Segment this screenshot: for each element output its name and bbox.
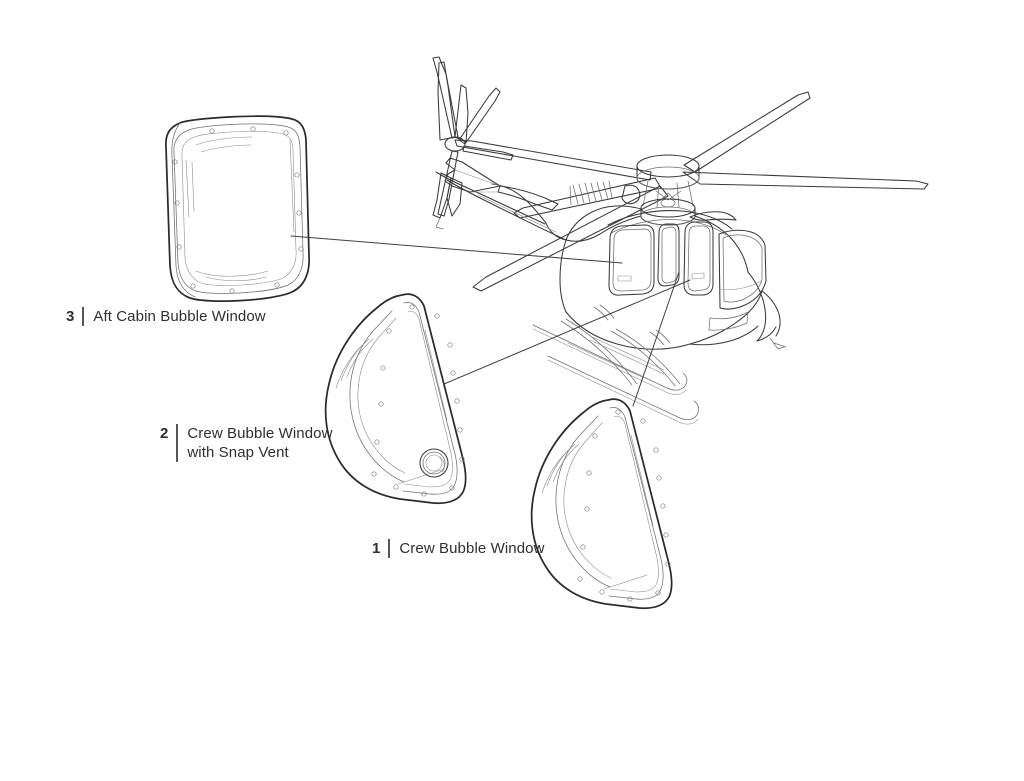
callout-1-number: 1	[372, 540, 381, 557]
callout-3: 3 Aft Cabin Bubble Window	[66, 307, 266, 326]
callout-3-label-line1: Aft Cabin Bubble Window	[93, 308, 266, 325]
mid-cabin-window	[657, 223, 680, 287]
leader-line-3	[290, 235, 623, 264]
tail-boom	[435, 171, 567, 241]
glass-highlights	[335, 329, 448, 485]
part-aft-cabin-bubble-window	[165, 115, 310, 302]
callout-2-label: Crew Bubble Window with Snap Vent	[187, 424, 332, 462]
engine-cowling-louvers	[569, 180, 613, 206]
leader-line-2	[443, 279, 691, 385]
fasteners	[172, 126, 304, 294]
snap-vent	[419, 448, 449, 478]
callout-1: 1 Crew Bubble Window	[372, 539, 545, 558]
fasteners	[371, 304, 465, 497]
cabin-door-windows	[607, 210, 767, 310]
leader-line-1	[632, 271, 680, 407]
callout-3-divider	[82, 307, 85, 326]
windshield	[718, 229, 767, 310]
helicopter-drawing	[432, 56, 929, 425]
callout-3-number: 3	[66, 308, 75, 325]
glass-highlights	[185, 136, 295, 282]
fasteners	[577, 409, 671, 602]
engine-cowling	[491, 180, 749, 273]
callout-2-divider	[176, 424, 179, 462]
aft-cabin-window	[608, 224, 655, 296]
main-rotor-hub	[636, 154, 700, 226]
callout-2-label-line2: with Snap Vent	[187, 444, 289, 461]
fuselage	[559, 205, 787, 350]
callout-1-label: Crew Bubble Window	[399, 539, 544, 558]
callout-3-label: Aft Cabin Bubble Window	[93, 307, 265, 326]
crew-door-window	[683, 221, 714, 296]
callout-2-number: 2	[160, 425, 169, 442]
vertical-fin	[432, 61, 469, 230]
upper-quarter-window	[689, 211, 737, 221]
skid-landing-gear	[532, 304, 700, 425]
tail-rotor	[432, 56, 514, 217]
callout-1-label-line1: Crew Bubble Window	[399, 540, 545, 557]
part-crew-bubble-window-with-snap-vent	[324, 293, 467, 505]
leader-lines	[290, 235, 691, 407]
callout-2-label-line1: Crew Bubble Window	[187, 425, 333, 442]
callout-2: 2 Crew Bubble Window with Snap Vent	[160, 424, 333, 462]
part-crew-bubble-window	[530, 398, 673, 610]
callout-1-divider	[388, 539, 391, 558]
glass-highlights	[541, 434, 654, 590]
